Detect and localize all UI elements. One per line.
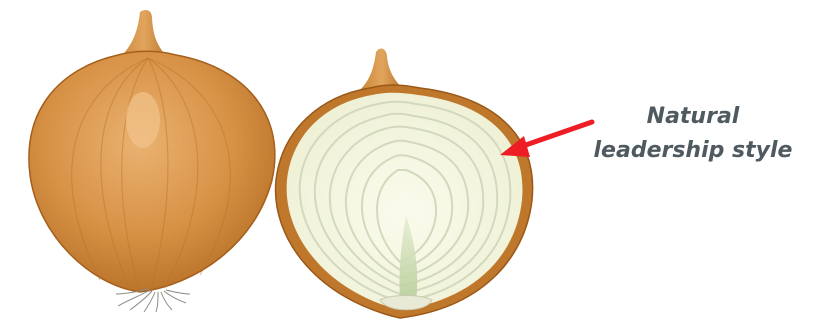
annotation-label: Natural leadership style <box>578 100 808 168</box>
whole-onion-highlight <box>126 92 160 148</box>
half-onion-stem <box>360 49 404 90</box>
whole-onion-icon <box>29 10 275 312</box>
annotation-line-1: Natural <box>578 100 808 134</box>
whole-onion-bulb <box>29 51 275 292</box>
annotation-line-2: leadership style <box>578 134 808 168</box>
onion-roots <box>116 289 190 312</box>
half-onion-icon <box>276 49 533 318</box>
